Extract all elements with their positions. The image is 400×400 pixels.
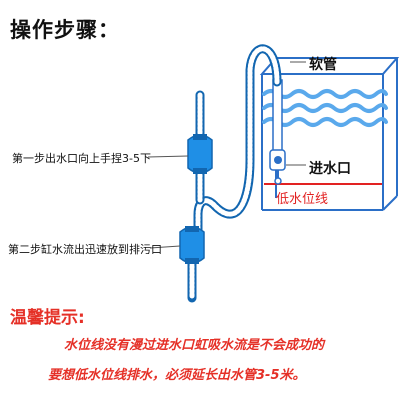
water-inlet-label: 进水口 bbox=[309, 161, 351, 177]
aquarium-tank bbox=[259, 57, 400, 211]
tank-bottom-right bbox=[382, 195, 398, 211]
water-waves bbox=[262, 89, 388, 127]
low-water-line-label: 低水位线 bbox=[276, 192, 329, 207]
intake-pipe bbox=[269, 79, 286, 185]
pump-bulb-upper bbox=[187, 134, 213, 174]
tip-line-2: 要想低水位线排水，必须延长出水管3-5米。 bbox=[48, 368, 306, 383]
page-title: 操作步骤： bbox=[10, 18, 120, 42]
label-pointers bbox=[147, 61, 306, 249]
tips-heading: 温馨提示: bbox=[10, 308, 85, 328]
soft-tube-label: 软管 bbox=[309, 57, 337, 73]
pump-bulb-lower bbox=[179, 226, 205, 264]
step1-label: 第一步出水口向上手捏3-5下 bbox=[12, 152, 151, 165]
step2-label: 第二步缸水流出迅速放到排污口 bbox=[8, 243, 162, 256]
tip-line-1: 水位线没有漫过进水口虹吸水流是不会成功的 bbox=[64, 338, 325, 353]
